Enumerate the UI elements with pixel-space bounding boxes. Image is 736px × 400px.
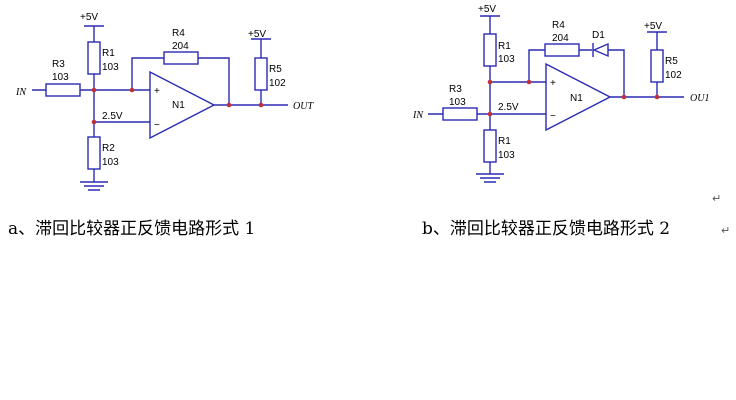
r1-value: 103 — [102, 62, 119, 73]
ground-icon — [476, 173, 504, 183]
r1-value: 103 — [498, 54, 515, 65]
vref-label: 2.5V — [102, 111, 123, 122]
r1b-value: 103 — [498, 150, 515, 161]
r2-value: 103 — [102, 157, 119, 168]
resistor-r3 — [45, 83, 81, 97]
d1-label: D1 — [592, 30, 605, 41]
vcc-label: +5V — [478, 4, 496, 15]
resistor-r1 — [483, 33, 497, 67]
paragraph-mark-icon: ↵ — [721, 224, 730, 237]
ground-icon — [80, 181, 108, 191]
r3-value: 103 — [449, 97, 466, 108]
resistor-r2 — [87, 136, 101, 170]
r5-name: R5 — [665, 56, 678, 67]
circuit-b: +5V R1 103 IN R3 103 2.5V R1 103 + − N1 … — [412, 4, 709, 239]
r3-value: 103 — [52, 72, 69, 83]
paragraph-mark-icon: ↵ — [712, 192, 721, 205]
input-label: IN — [15, 87, 27, 98]
resistor-r1 — [87, 41, 101, 75]
resistor-r4 — [544, 43, 580, 57]
r1-name: R1 — [498, 41, 511, 52]
r4-value: 204 — [552, 33, 569, 44]
resistor-r5 — [254, 57, 268, 91]
r2-name: R2 — [102, 143, 115, 154]
vcc-label: +5V — [80, 12, 98, 23]
input-label: IN — [412, 110, 424, 121]
circuit-a: +5V R1 103 IN R3 103 2.5V R2 103 + − N1 … — [8, 12, 314, 239]
resistor-r3 — [442, 107, 478, 121]
opamp-label: N1 — [570, 93, 583, 104]
r4-name: R4 — [172, 28, 185, 39]
r3-name: R3 — [449, 84, 462, 95]
r5-value: 102 — [665, 70, 682, 81]
caption-a: a、滞回比较器正反馈电路形式 1 — [8, 219, 255, 239]
diode-d1-icon — [592, 42, 609, 58]
opamp-label: N1 — [172, 100, 185, 111]
vcc2-label: +5V — [248, 29, 266, 40]
r4-name: R4 — [552, 20, 565, 31]
opamp-plus: + — [154, 86, 160, 97]
caption-b: b、滞回比较器正反馈电路形式 2 — [422, 219, 670, 239]
r5-value: 102 — [269, 78, 286, 89]
opamp-n1 — [545, 62, 612, 132]
resistor-r1-lower — [483, 129, 497, 163]
r5-name: R5 — [269, 64, 282, 75]
opamp-n1 — [149, 70, 216, 140]
resistor-r5 — [650, 49, 664, 83]
output-label: OUT — [293, 101, 314, 112]
r4-value: 204 — [172, 41, 189, 52]
r3-name: R3 — [52, 59, 65, 70]
resistor-r4 — [163, 51, 199, 65]
output-label: OU1 — [690, 93, 709, 104]
vref-label: 2.5V — [498, 102, 519, 113]
opamp-minus: − — [550, 111, 556, 122]
opamp-minus: − — [154, 120, 160, 131]
r1-name: R1 — [102, 48, 115, 59]
vcc2-label: +5V — [644, 21, 662, 32]
r1b-name: R1 — [498, 136, 511, 147]
opamp-plus: + — [550, 78, 556, 89]
